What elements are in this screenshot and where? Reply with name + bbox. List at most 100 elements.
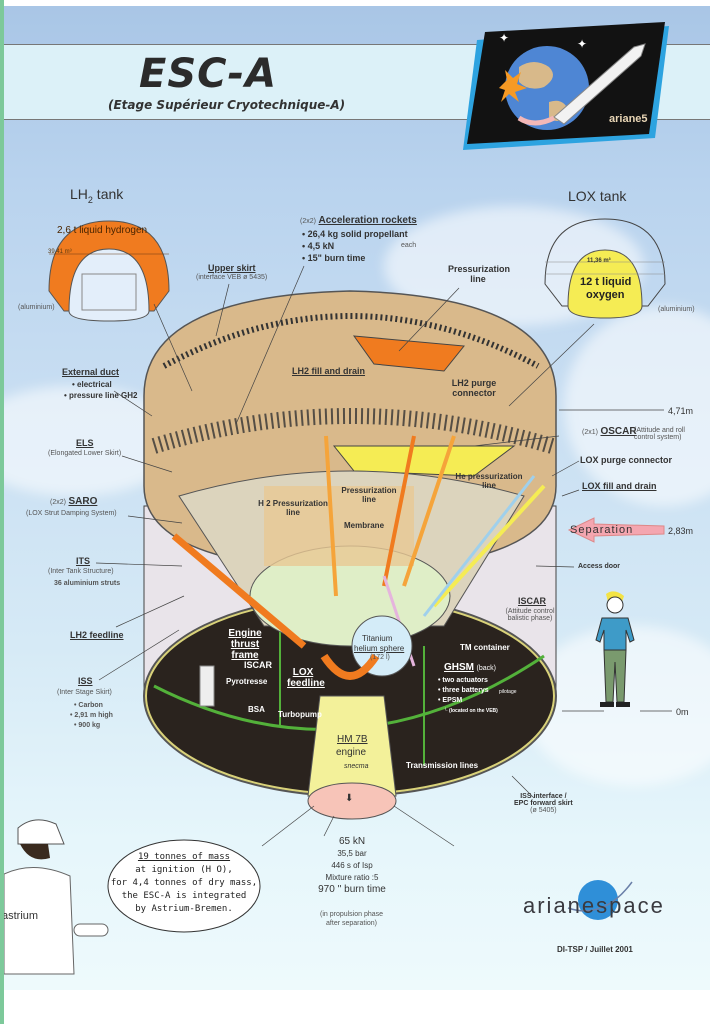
lox-inner-dome xyxy=(68,248,150,322)
lox-purge-label: LOX purge connector xyxy=(580,455,673,465)
shirt xyxy=(595,617,635,651)
astrium-jacket-text: astrium xyxy=(4,910,39,922)
leader-lines xyxy=(95,265,672,847)
human-scale-figure xyxy=(595,591,635,707)
poster: ESC-A (Etage Supérieur Cryotechnique-A) … xyxy=(4,6,710,990)
lh2-tank-title: LH2 tank xyxy=(70,186,124,205)
helium-sphere-line2: helium sphere xyxy=(354,644,405,653)
trousers xyxy=(603,649,627,703)
helium-sphere-line1: Titanium xyxy=(362,634,393,643)
its-label: ITS xyxy=(76,556,91,566)
rocket-icon xyxy=(553,43,646,125)
lox-tank-diagram xyxy=(544,218,666,319)
burst-icon xyxy=(499,70,527,102)
lox-content-line1: 12 t liquid xyxy=(580,276,632,288)
lox-volume: 11,36 m³ xyxy=(587,258,611,264)
external-duct-items: • electrical • pressure line GH2 xyxy=(64,380,138,400)
speech-bubble xyxy=(107,839,261,933)
saro-note: (LOX Strut Damping System) xyxy=(26,510,117,517)
iscar-left-label: ISCAR xyxy=(244,660,273,670)
page-subtitle: (Etage Supérieur Cryotechnique-A) xyxy=(108,98,346,112)
hard-hat xyxy=(17,819,65,845)
helium-sphere xyxy=(351,615,413,677)
saro-label: (2x2) SARO xyxy=(50,496,98,507)
dimension-top: 4,71m xyxy=(668,406,694,416)
ghsm-items: • two actuators • three batterys • EPSM … xyxy=(438,677,498,714)
its-detail: 36 aluminium struts xyxy=(54,580,121,587)
hair xyxy=(20,844,50,860)
engine-thrust-frame-label: Engine thrust frame xyxy=(228,628,262,661)
page-left-edge xyxy=(0,0,4,1024)
els-note: (Elongated Lower Skirt) xyxy=(48,450,122,457)
document-reference: DI-TSP / Juillet 2001 xyxy=(557,945,633,954)
lox-feedline-pipe xyxy=(320,653,380,680)
iss-label: ISS xyxy=(78,676,93,686)
oscar-note: (Attitude and roll control system) xyxy=(634,427,685,441)
jacket xyxy=(4,866,75,975)
pyrotresse-label: Pyrotresse xyxy=(226,677,268,686)
dimension-separation: 2,83m xyxy=(668,526,694,536)
arianespace-brand: arianespace xyxy=(523,893,665,918)
separation-label: Separation xyxy=(570,524,634,536)
separation-arrow xyxy=(567,517,665,543)
astrium-engineer-illustration xyxy=(4,819,109,975)
ariane5-logo: ✦ ✦ ariane5 xyxy=(463,22,669,150)
lh2-feedline xyxy=(171,533,307,649)
upper-skirt-note: (interface VEB ø 5435) xyxy=(196,274,268,281)
star-icon: ✦ xyxy=(499,31,509,45)
its-railing xyxy=(151,408,555,454)
inner-block xyxy=(81,273,137,311)
lh2-window xyxy=(352,335,465,372)
star-icon: ✦ xyxy=(577,37,587,51)
lh2-fill-drain-label: LH2 fill and drain xyxy=(292,366,366,376)
nozzle-exit xyxy=(307,782,397,820)
bsa-label: BSA xyxy=(248,705,265,714)
upper-skirt-railing xyxy=(162,313,540,369)
its-note: (Inter Tank Structure) xyxy=(48,568,114,575)
he-pressurization-label: He pressurization line xyxy=(455,472,523,490)
access-door-label: Access door xyxy=(578,563,621,570)
h2-pressurization-label: H 2 Pressurization line xyxy=(258,499,328,517)
speech-bubble-text: 19 tonnes of mass at ignition (H O), for… xyxy=(110,852,258,914)
snecma-logo-text: snecma xyxy=(344,763,369,770)
membrane-label: Membrane xyxy=(344,521,385,530)
pilotage-label: pilotage xyxy=(499,689,517,695)
accel-rockets-specs: • 26,4 kg solid propellant • 4,5 kN • 15… xyxy=(302,229,408,263)
ghsm-label: GHSM (back) xyxy=(444,662,496,673)
lox-tank-title: LOX tank xyxy=(568,188,627,204)
pressurization-line-mid: Pressurization line xyxy=(341,486,397,504)
helium-sphere-volume: (172 l) xyxy=(370,654,390,661)
lox-feedline-label: LOX feedline xyxy=(287,667,325,689)
lh2-purge-label: LH2 purge connector xyxy=(451,378,497,398)
thrust-direction-arrow-icon: ⬇ xyxy=(345,793,354,804)
page-title: ESC-A xyxy=(139,51,278,97)
lh2-content: 2,6 t liquid hydrogen xyxy=(57,225,148,236)
engine-specs: 65 kN 35,5 bar 446 s of Isp Mixture rati… xyxy=(318,836,386,895)
lox-tank-shell xyxy=(567,249,643,319)
rocket-exhaust xyxy=(517,115,556,126)
tm-container-label: TM container xyxy=(460,643,510,652)
external-duct-label: External duct xyxy=(62,367,120,377)
lh2-tank-diagram xyxy=(48,220,170,322)
pressurization-line-top: Pressurization line xyxy=(448,264,511,284)
arianespace-globe-logo xyxy=(567,880,633,920)
accel-rockets-label: (2x2) Acceleration rockets xyxy=(300,215,417,226)
rolled-plans xyxy=(73,923,109,937)
access-panel xyxy=(199,665,215,707)
hm7b-engine-nozzle xyxy=(307,695,397,797)
iss-items: • Carbon • 2,91 m high • 900 kg xyxy=(70,702,113,729)
lh2-material: (aluminium) xyxy=(18,304,55,311)
turbopump-label: Turbopump xyxy=(278,710,322,719)
lox-content-line2: oxygen xyxy=(586,289,625,301)
esc-a-stage-illustration xyxy=(95,265,672,847)
iss-note: (Inter Stage Skirt) xyxy=(57,689,112,696)
oscar-label: (2x1) OSCAR xyxy=(582,426,637,437)
iss-interface-label: ISS interface / EPC forward skirt (ø 540… xyxy=(514,793,573,814)
engine-name: HM 7B xyxy=(337,734,368,745)
engine-specs-note: (in propulsion phase after separation) xyxy=(320,911,384,927)
engine-word: engine xyxy=(336,747,367,758)
iscar-right-label: ISCAR xyxy=(518,596,547,606)
dimension-ground: 0m xyxy=(676,707,689,717)
lh2-volume: 39,41 m³ xyxy=(48,249,72,255)
lox-fill-drain-label: LOX fill and drain xyxy=(582,481,657,491)
